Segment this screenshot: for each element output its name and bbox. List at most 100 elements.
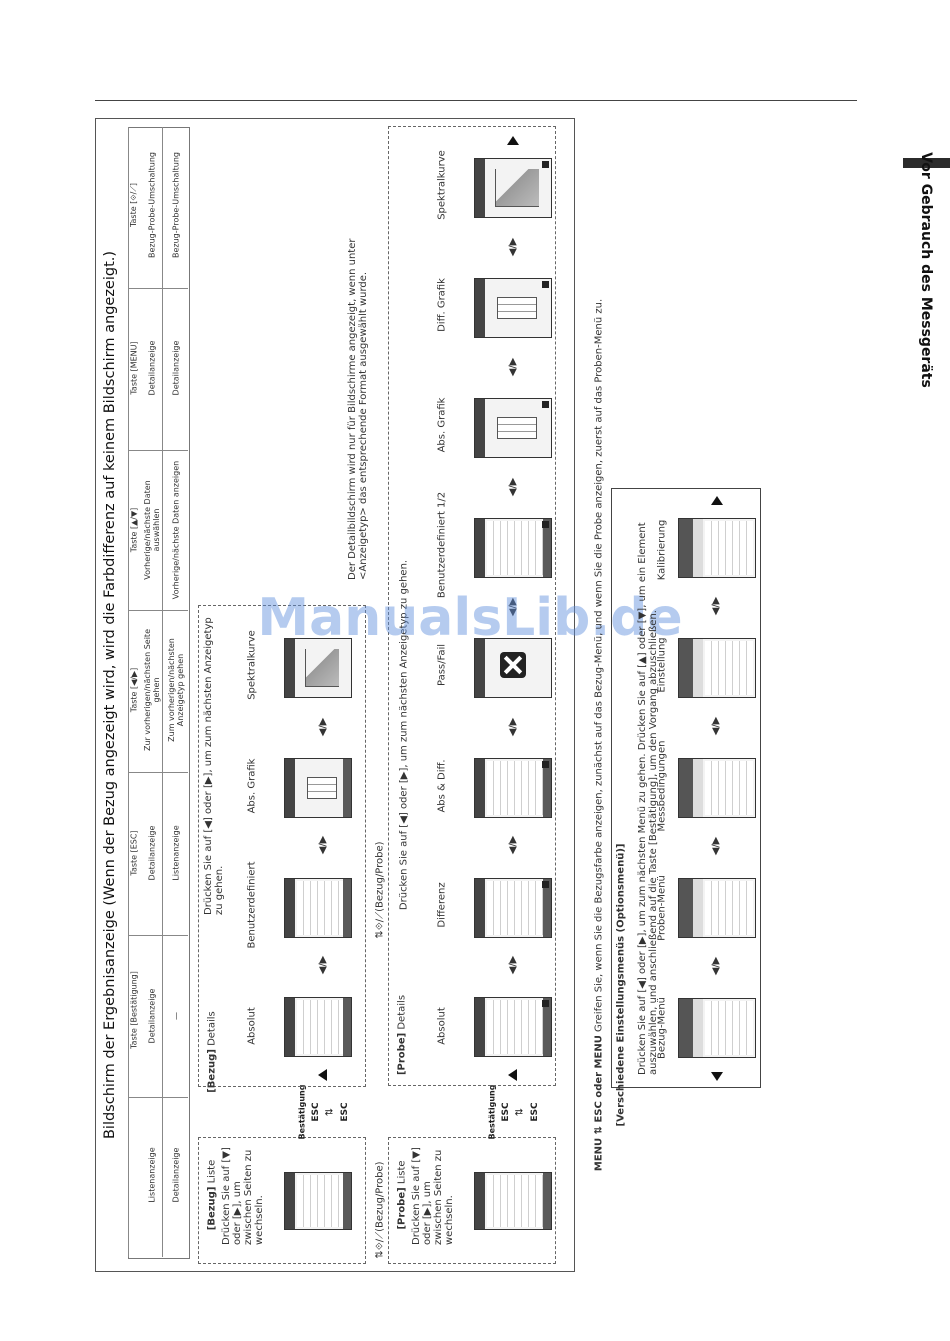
bezug-screen-label-2: Benutzerdefiniert bbox=[246, 861, 258, 949]
table-row2-esc: Listenanzeige bbox=[171, 825, 181, 881]
table-header-leftright: Taste [◀/▶] bbox=[129, 667, 139, 713]
table-header-updown: Taste [▲/▼] bbox=[129, 507, 139, 553]
table-row1-confirm: Detailanzeige bbox=[147, 988, 157, 1044]
table-row2-switch: Bezug-Probe-Umschaltung bbox=[171, 152, 181, 258]
options-menu-label-4: Einstellung bbox=[656, 637, 668, 693]
probe-screen-abs-grafik bbox=[474, 398, 552, 458]
bezug-esc-key-2: ESC bbox=[340, 1102, 350, 1122]
table-header-esc: Taste [ESC] bbox=[129, 830, 139, 876]
probe-nav-2: ◀/▶ bbox=[507, 835, 519, 855]
table-row2-label: Detailanzeige bbox=[171, 1147, 181, 1203]
options-screen-kalibrierung bbox=[678, 518, 756, 578]
options-screen-messbedingungen bbox=[678, 758, 756, 818]
bezug-screen-abs-grafik bbox=[284, 758, 352, 818]
probe-screen-pass-fail bbox=[474, 638, 552, 698]
options-down-arrow-icon bbox=[711, 1072, 723, 1081]
probe-screen-label-5: Benutzerdefiniert 1/2 bbox=[436, 491, 448, 599]
probe-screen-label-1: Absolut bbox=[436, 1007, 448, 1045]
probe-esc-key: ESC bbox=[501, 1102, 511, 1122]
probe-nav-6: ◀/▶ bbox=[507, 357, 519, 377]
probe-up-arrow-icon bbox=[507, 136, 519, 145]
options-nav-3: ◀/▶ bbox=[710, 716, 722, 736]
bezug-screen-spektralkurve bbox=[284, 638, 352, 698]
options-menu-box bbox=[611, 488, 761, 1088]
probe-screen-label-3: Abs & Diff. bbox=[436, 759, 448, 813]
probe-screen-benutzerdefiniert bbox=[474, 518, 552, 578]
table-row1-menu: Detailanzeige bbox=[147, 340, 157, 396]
menu-line: MENU ⇅ ESC oder MENU Greifen Sie, wenn S… bbox=[593, 298, 605, 1172]
probe-screen-absolut bbox=[474, 997, 552, 1057]
bezug-screen-label-4: Spektralkurve bbox=[246, 630, 258, 700]
bezug-swap-icon: ⇅ bbox=[324, 1107, 336, 1117]
bezug-probe-switch-label: ⇅⟐/⟋(Bezug/Probe) bbox=[374, 1161, 386, 1259]
bezug-left-arrow-icon bbox=[318, 1069, 327, 1081]
probe-nav-3: ◀/▶ bbox=[507, 717, 519, 737]
probe-list-text: Drücken Sie auf [▼] oder [▶], um zwische… bbox=[411, 1147, 455, 1245]
probe-left-arrow-icon bbox=[508, 1069, 517, 1081]
probe-nav-7: ◀/▶ bbox=[507, 237, 519, 257]
probe-screen-label-6: Abs. Grafik bbox=[436, 397, 448, 453]
table-header-confirm: Taste [Bestätigung] bbox=[129, 971, 139, 1049]
section-tab-label: Vor Gebrauch des Messgeräts bbox=[918, 152, 934, 388]
probe-swap-icon: ⇅ bbox=[514, 1107, 526, 1117]
probe-screen-label-2: Differenz bbox=[436, 882, 448, 928]
probe-nav-5: ◀/▶ bbox=[507, 477, 519, 497]
page-title: Bildschirm der Ergebnisanzeige (Wenn der… bbox=[102, 250, 118, 1140]
probe-screen-abs-diff bbox=[474, 758, 552, 818]
probe-list-panel bbox=[388, 1137, 556, 1264]
bezug-details-instruction: Drücken Sie auf [◀] oder [▶], um zum näc… bbox=[203, 617, 225, 915]
table-row1-switch: Bezug-Probe-Umschaltung bbox=[147, 152, 157, 258]
bezug-list-screen bbox=[284, 1172, 352, 1230]
table-row1-leftright: Zur vorherigen/nächsten Seite gehen bbox=[143, 629, 161, 751]
probe-screen-differenz bbox=[474, 878, 552, 938]
probe-details-title: [Probe] Details bbox=[396, 994, 408, 1076]
bezug-nav-3: ◀/▶ bbox=[317, 717, 329, 737]
options-menu-label-1: Bezug-Menü bbox=[656, 996, 668, 1060]
bezug-confirm-key: Bestätigung bbox=[297, 1084, 307, 1140]
probe-screen-label-4: Pass/Fail bbox=[436, 643, 448, 687]
table-row2-updown: Vorherige/nächste Daten anzeigen bbox=[171, 460, 181, 600]
bezug-details-panel bbox=[198, 605, 366, 1087]
bezug-probe-switch-label-2: ⇅⟐/⟋(Bezug/Probe) bbox=[374, 841, 386, 939]
probe-details-panel bbox=[388, 126, 556, 1086]
options-screen-einstellung bbox=[678, 638, 756, 698]
probe-list-screen bbox=[474, 1172, 552, 1230]
detail-note: Der Detailbildschirm wird nur für Bildsc… bbox=[347, 238, 369, 580]
options-nav-2: ◀/▶ bbox=[710, 836, 722, 856]
options-menu-label-2: Proben-Menü bbox=[656, 875, 668, 941]
probe-screen-diff-grafik bbox=[474, 278, 552, 338]
probe-confirm-key: Bestätigung bbox=[487, 1084, 497, 1140]
options-title: [Verschiedene Einstellungsmenüs (Options… bbox=[615, 843, 627, 1127]
table-row2-confirm: — bbox=[171, 1012, 181, 1020]
bezug-list-panel bbox=[198, 1137, 366, 1264]
bezug-details-title: [Bezug] Details bbox=[206, 1011, 218, 1093]
bezug-nav-1: ◀/▶ bbox=[317, 955, 329, 975]
key-table bbox=[128, 127, 190, 1259]
probe-nav-1: ◀/▶ bbox=[507, 955, 519, 975]
options-menu-label-3: Messbedingungen bbox=[656, 740, 668, 832]
bezug-list-text: Drücken Sie auf [▼] oder [▶], um zwische… bbox=[221, 1147, 265, 1245]
options-menu-label-5: Kalibrierung bbox=[656, 519, 668, 581]
options-nav-1: ◀/▶ bbox=[710, 956, 722, 976]
table-row2-menu: Detailanzeige bbox=[171, 340, 181, 396]
bezug-esc-key: ESC bbox=[311, 1102, 321, 1122]
table-header-menu: Taste [MENU] bbox=[129, 341, 139, 395]
table-row1-label: Listenanzeige bbox=[147, 1147, 157, 1203]
options-screen-bezug-menu bbox=[678, 998, 756, 1058]
bezug-screen-label-1: Absolut bbox=[246, 1007, 258, 1045]
bezug-list-title: [Bezug] Liste bbox=[206, 1159, 218, 1231]
table-header-switch: Taste [⟐/⟋] bbox=[129, 182, 138, 228]
bezug-screen-benutzerdefiniert bbox=[284, 878, 352, 938]
options-up-arrow-icon bbox=[711, 496, 723, 505]
table-row2-leftright: Zum vorherigen/nächsten Anzeigetyp gehen bbox=[167, 638, 185, 742]
section-tab-marker bbox=[903, 158, 950, 168]
bezug-screen-absolut bbox=[284, 997, 352, 1057]
probe-list-title: [Probe] Liste bbox=[396, 1160, 408, 1230]
result-screen-frame bbox=[95, 118, 575, 1272]
header-rule bbox=[95, 100, 857, 101]
probe-screen-label-7: Diff. Grafik bbox=[436, 278, 448, 332]
options-screen-proben-menu bbox=[678, 878, 756, 938]
probe-esc-key-2: ESC bbox=[530, 1102, 540, 1122]
bezug-screen-label-3: Abs. Grafik bbox=[246, 758, 258, 814]
probe-screen-label-8: Spektralkurve bbox=[436, 150, 448, 220]
